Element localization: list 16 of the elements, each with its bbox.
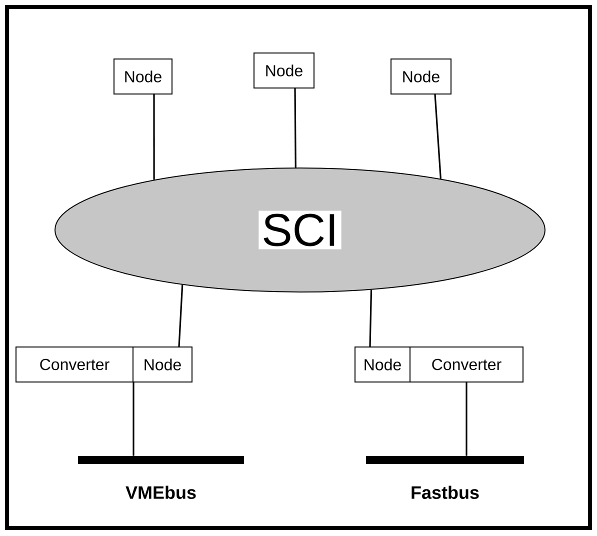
connector-line <box>434 94 442 179</box>
node-box: Converter <box>16 346 134 382</box>
node-box: Node <box>114 58 172 94</box>
connector-line <box>132 382 134 456</box>
node-box: Node <box>390 58 452 94</box>
node-box: Node <box>132 346 192 382</box>
node-box: Converter <box>410 346 524 382</box>
connector-line <box>294 88 296 168</box>
connector-line <box>369 290 372 347</box>
bus-label: VMEbus <box>126 486 196 499</box>
node-box: Node <box>354 346 410 382</box>
connector-line <box>466 382 468 456</box>
bus-label: Fastbus <box>412 486 479 499</box>
node-box: Node <box>254 52 314 88</box>
connector-line <box>178 284 184 347</box>
connector-line <box>153 94 155 180</box>
